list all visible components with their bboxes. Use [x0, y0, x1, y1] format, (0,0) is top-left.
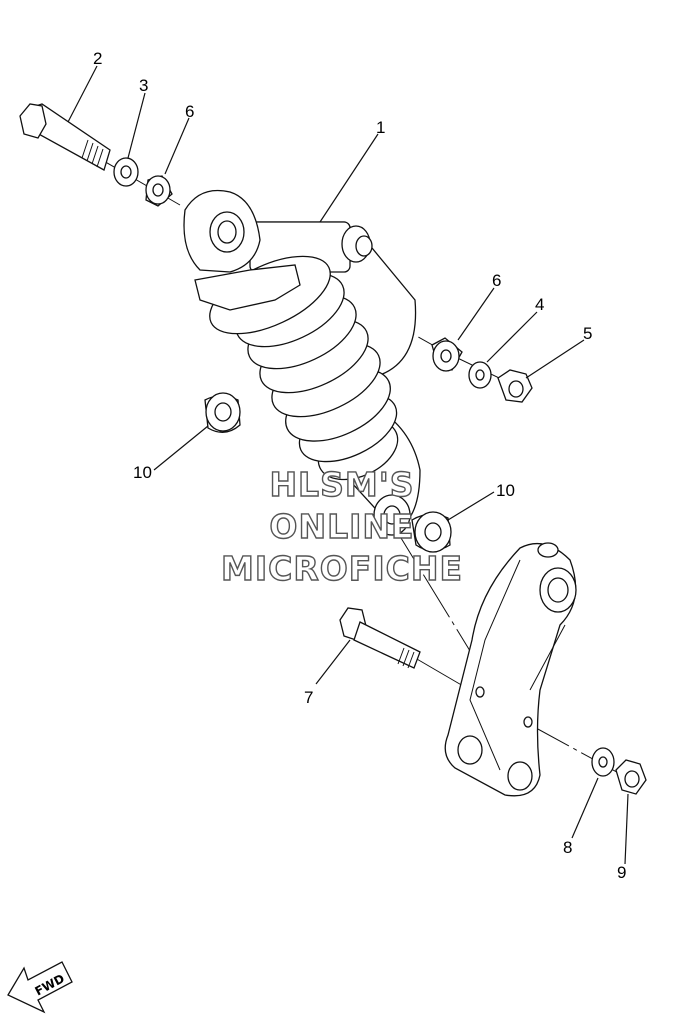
leader-lines [67, 65, 629, 865]
bolt-upper [19, 103, 111, 171]
watermark-line-1: HLSM'S [269, 465, 414, 504]
nut-9 [615, 759, 647, 795]
fwd-arrow-icon: FWD [7, 961, 73, 1014]
callout-6-upper: 6 [185, 102, 194, 121]
callout-10-right: 10 [496, 481, 515, 500]
washer-8 [591, 747, 615, 777]
callout-1: 1 [376, 118, 385, 137]
collar-6-right [431, 337, 463, 372]
bolt-lower [339, 607, 421, 669]
shock-absorber [183, 189, 421, 536]
callout-2: 2 [93, 49, 102, 68]
callout-3: 3 [139, 76, 148, 95]
callout-4: 4 [535, 295, 544, 314]
callout-labels: 1 2 3 6 6 4 5 10 10 7 8 9 [93, 49, 626, 882]
callout-10-left: 10 [133, 463, 152, 482]
collar-6-left [145, 175, 173, 207]
callout-6-right: 6 [492, 271, 501, 290]
watermark-line-3: MICROFICHE [221, 549, 463, 588]
callout-9: 9 [617, 863, 626, 882]
washer-4 [468, 361, 492, 389]
washer-3 [113, 157, 139, 187]
watermark: HLSM'S ONLINE MICROFICHE [220, 464, 463, 588]
callout-5: 5 [583, 324, 592, 343]
bushing-10-left [204, 392, 241, 433]
nut-5 [497, 369, 533, 403]
watermark-line-2: ONLINE [269, 507, 414, 546]
callout-8: 8 [563, 838, 572, 857]
relay-arm [444, 542, 577, 797]
bushing-10-right [411, 511, 452, 553]
callout-7: 7 [304, 688, 313, 707]
